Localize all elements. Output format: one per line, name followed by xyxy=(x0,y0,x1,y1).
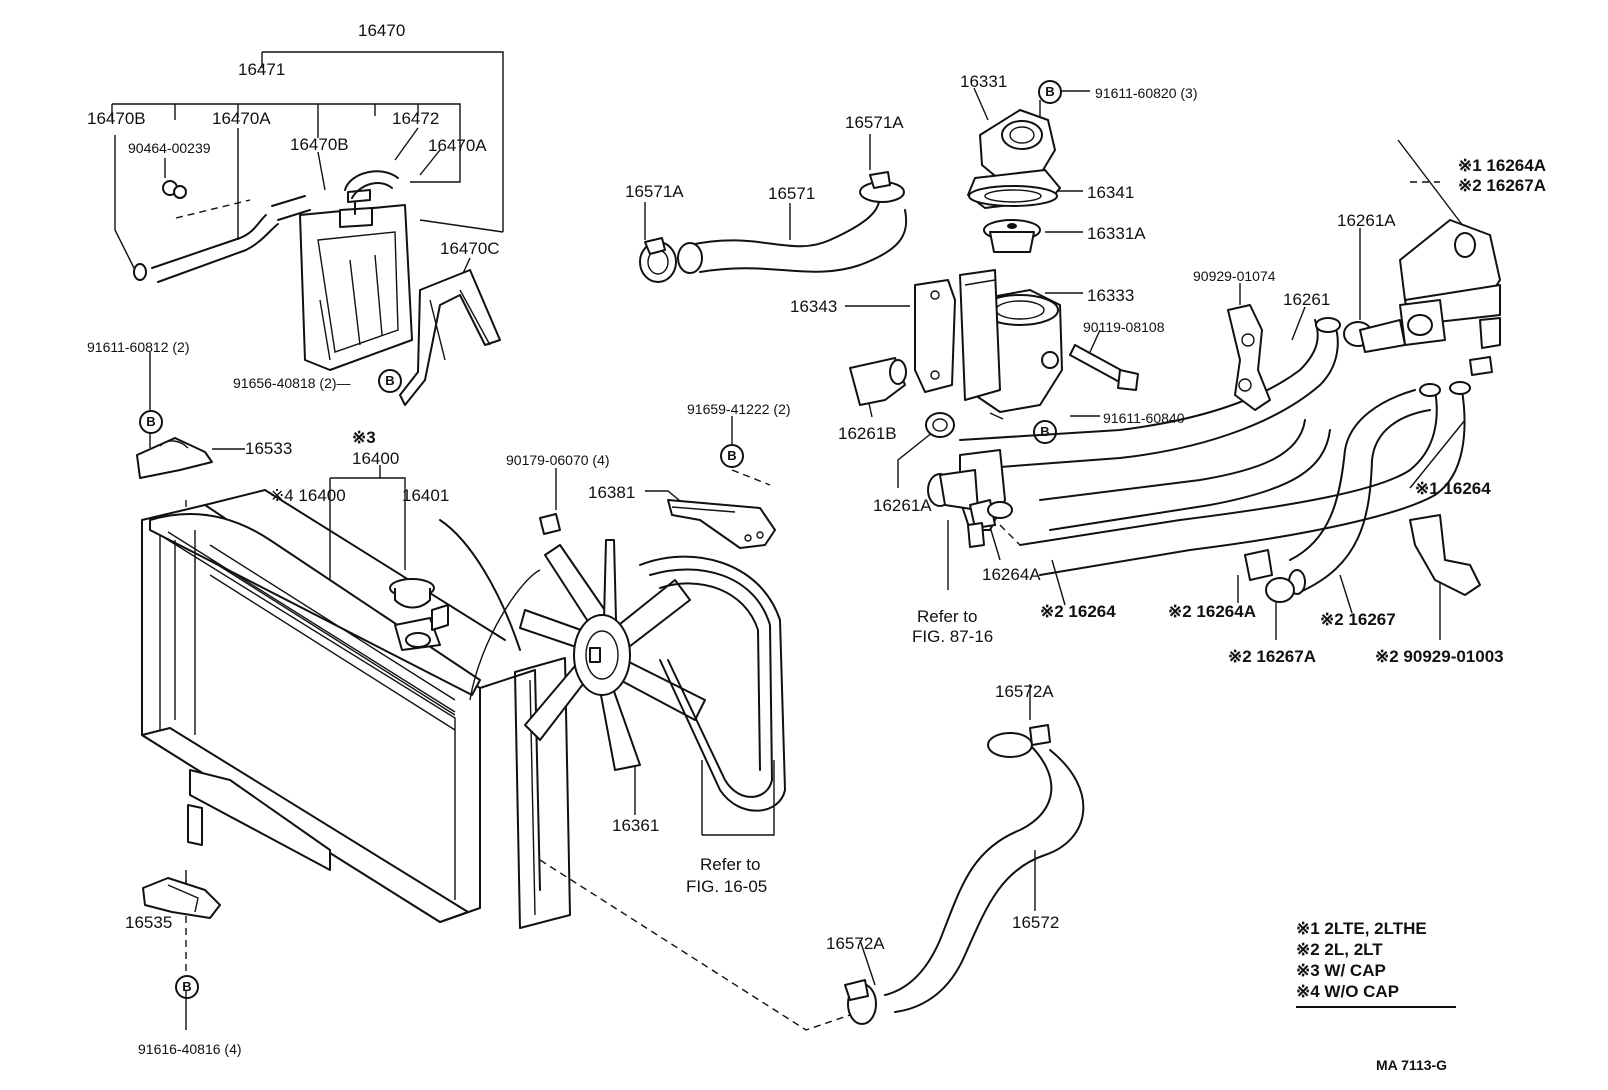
bolt-marker-91611-60820: B xyxy=(1038,80,1062,104)
legend-note-1: ※1 2LTE, 2LTHE xyxy=(1296,919,1427,938)
upper-hose-16571 xyxy=(639,171,908,283)
gasket-16343 xyxy=(914,279,956,393)
bracket-90929-01003 xyxy=(1409,514,1481,596)
label-16331a: 16331A xyxy=(1087,224,1146,243)
label-16331: 16331 xyxy=(960,72,1008,91)
reservoir-tank xyxy=(299,170,413,371)
label-16535: 16535 xyxy=(125,913,173,932)
bracket-16381 xyxy=(667,499,776,549)
bolt-marker-91616: B xyxy=(175,975,199,999)
fan xyxy=(519,513,706,771)
label-16470: 16470 xyxy=(358,21,406,40)
label-16261b: 16261B xyxy=(838,424,897,443)
label-16264a-note1: ※1 16264A xyxy=(1458,156,1546,175)
legend-note-2: ※2 2L, 2LT xyxy=(1296,940,1383,959)
label-16264-note1: ※1 16264 xyxy=(1415,479,1491,498)
label-16267a-note2-top: ※2 16267A xyxy=(1458,176,1546,195)
label-16264-note2: ※2 16264 xyxy=(1040,602,1116,621)
pipe-16261b xyxy=(849,357,907,406)
label-refer-16-05-b: FIG. 16-05 xyxy=(686,877,768,896)
hose-clip-90929-01074 xyxy=(1227,304,1271,411)
bolt-marker-91659: B xyxy=(720,444,744,468)
bolt-90119 xyxy=(1069,344,1139,391)
radiator xyxy=(141,489,541,923)
housing-16333 xyxy=(959,269,1063,413)
label-16572: 16572 xyxy=(1012,913,1060,932)
label-16572a-bottom: 16572A xyxy=(826,934,885,953)
label-91616-40816: 91616-40816 (4) xyxy=(138,1041,242,1057)
bypass-pipe-fittings xyxy=(927,449,1013,548)
bolt-marker-91656: B xyxy=(378,369,402,393)
label-16533: 16533 xyxy=(245,439,293,458)
label-16400-note3: ※3 xyxy=(352,428,376,447)
bolt-marker-91611-60812: B xyxy=(139,410,163,434)
label-16401: 16401 xyxy=(402,486,450,505)
label-16341: 16341 xyxy=(1087,183,1135,202)
label-91656-40818: 91656-40818 (2)— xyxy=(233,375,351,391)
heater-valve xyxy=(1359,219,1501,353)
label-16343: 16343 xyxy=(790,297,838,316)
label-16381: 16381 xyxy=(588,483,636,502)
clamp-16535 xyxy=(142,877,221,919)
label-16361: 16361 xyxy=(612,816,660,835)
label-refer-87-16-b: FIG. 87-16 xyxy=(912,627,994,646)
label-16267a-note2-bottom: ※2 16267A xyxy=(1228,647,1316,666)
thermostat-16331a xyxy=(983,219,1041,253)
gasket-16341 xyxy=(968,185,1058,207)
label-16571: 16571 xyxy=(768,184,816,203)
label-16261a-bottom: 16261A xyxy=(873,496,932,515)
diagram-code: MA 7113-G xyxy=(1376,1057,1448,1073)
belt xyxy=(639,555,786,812)
label-16264a-bottom: 16264A xyxy=(982,565,1041,584)
label-refer-16-05-a: Refer to xyxy=(700,855,761,874)
label-91611-60812: 91611-60812 (2) xyxy=(87,339,190,355)
label-16571a-right: 16571A xyxy=(845,113,904,132)
label-90119-08108: 90119-08108 xyxy=(1083,319,1165,335)
label-16472: 16472 xyxy=(392,109,440,128)
label-16471: 16471 xyxy=(238,60,286,79)
label-16267-note2: ※2 16267 xyxy=(1320,610,1396,629)
label-91611-60840: 91611-60840 xyxy=(1103,410,1185,426)
label-90179-06070: 90179-06070 (4) xyxy=(506,452,610,468)
reservoir-hoses xyxy=(133,180,311,283)
label-16571a-left: 16571A xyxy=(625,182,684,201)
bolt-marker-91611-60840: B xyxy=(1033,420,1057,444)
label-16470c: 16470C xyxy=(440,239,500,258)
label-16261: 16261 xyxy=(1283,290,1331,309)
label-16470a-left: 16470A xyxy=(212,109,271,128)
clamp-16533 xyxy=(136,437,213,479)
label-16264a-note2: ※2 16264A xyxy=(1168,602,1256,621)
heater-hoses xyxy=(959,317,1471,595)
label-16400: 16400 xyxy=(352,449,400,468)
legend-note-4: ※4 W/O CAP xyxy=(1296,982,1400,1001)
label-90929-01074: 90929-01074 xyxy=(1193,268,1276,284)
label-90464-00239: 90464-00239 xyxy=(128,140,211,156)
legend-underline xyxy=(1296,1006,1456,1008)
label-16333: 16333 xyxy=(1087,286,1135,305)
label-91611-60820: 91611-60820 (3) xyxy=(1095,85,1198,101)
label-16470b-left: 16470B xyxy=(87,109,146,128)
label-16261a-top: 16261A xyxy=(1337,211,1396,230)
label-16470a-right: 16470A xyxy=(428,136,487,155)
label-refer-87-16-a: Refer to xyxy=(917,607,978,626)
label-16400-note4: ※4 16400 xyxy=(270,486,346,505)
legend-note-3: ※3 W/ CAP xyxy=(1296,961,1386,980)
lower-hose-16572 xyxy=(844,724,1085,1025)
bracket-16470c xyxy=(399,269,501,406)
label-16572a-top: 16572A xyxy=(995,682,1054,701)
label-16470b-center: 16470B xyxy=(290,135,349,154)
label-90929-01003: ※2 90929-01003 xyxy=(1375,647,1504,666)
label-91659-41222: 91659-41222 (2) xyxy=(687,401,791,417)
